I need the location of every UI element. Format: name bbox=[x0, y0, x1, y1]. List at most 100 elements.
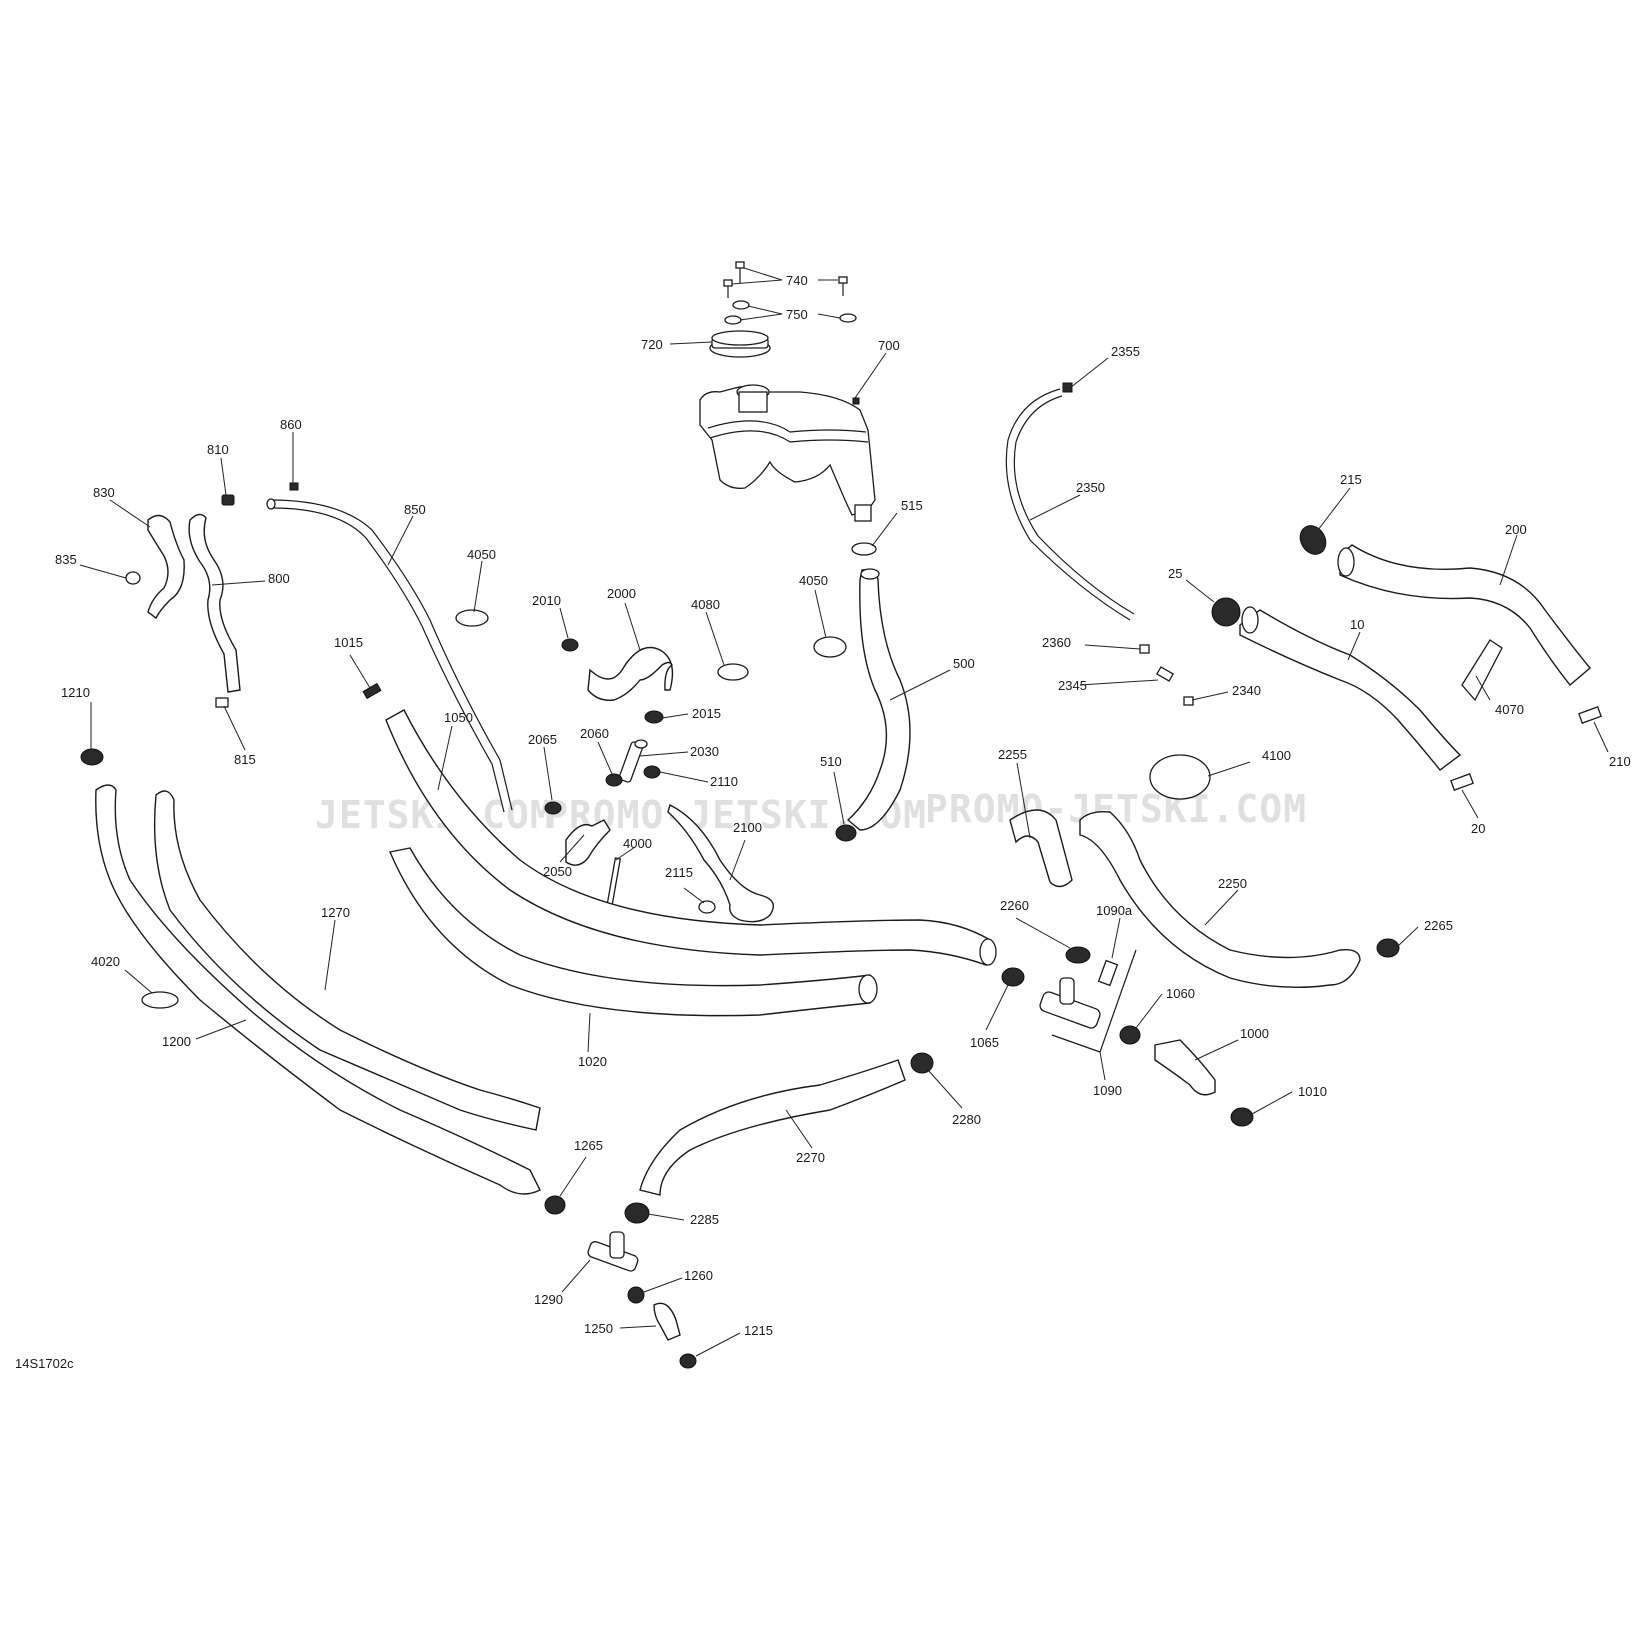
elbow-2255 bbox=[1009, 809, 1073, 888]
screws-740 bbox=[723, 261, 848, 298]
callout-1210: 1210 bbox=[61, 685, 90, 700]
callout-2110: 2110 bbox=[710, 774, 738, 789]
callout-210: 210 bbox=[1609, 754, 1631, 769]
callout-2060: 2060 bbox=[580, 726, 609, 741]
fitting-1015 bbox=[362, 682, 382, 700]
hose-1000 bbox=[1154, 1039, 1216, 1096]
hose-2270 bbox=[639, 1059, 906, 1196]
clamp-2265 bbox=[1376, 938, 1400, 958]
callout-2010: 2010 bbox=[532, 593, 561, 608]
callout-2280: 2280 bbox=[952, 1112, 981, 1127]
fitting-2030 bbox=[618, 739, 648, 783]
callout-850: 850 bbox=[404, 502, 426, 517]
clamp-2280 bbox=[910, 1052, 934, 1074]
callout-2285: 2285 bbox=[690, 1212, 719, 1227]
callout-215: 215 bbox=[1340, 472, 1362, 487]
leader-lines bbox=[79, 267, 1609, 1357]
callout-labels: 740 750 720 700 860 810 830 835 800 815 … bbox=[55, 273, 1631, 1338]
callout-1010: 1010 bbox=[1298, 1084, 1327, 1099]
hose-830 bbox=[147, 514, 185, 620]
callout-2065: 2065 bbox=[528, 732, 557, 747]
callout-1090a: 1090a bbox=[1096, 903, 1133, 918]
callout-510: 510 bbox=[820, 754, 842, 769]
clamp-1010 bbox=[1230, 1107, 1254, 1127]
clamp-4050-right bbox=[813, 636, 847, 658]
callout-2355: 2355 bbox=[1111, 344, 1140, 359]
fitting-2340 bbox=[1183, 696, 1194, 706]
callout-1020: 1020 bbox=[578, 1054, 607, 1069]
callout-1015: 1015 bbox=[334, 635, 363, 650]
callout-200: 200 bbox=[1505, 522, 1527, 537]
callout-1000: 1000 bbox=[1240, 1026, 1269, 1041]
clamp-25 bbox=[1211, 597, 1241, 627]
callout-10: 10 bbox=[1350, 617, 1364, 632]
hose-850 bbox=[266, 498, 513, 813]
hose-1050 bbox=[385, 709, 997, 966]
callout-4050-right: 4050 bbox=[799, 573, 828, 588]
clamp-2110 bbox=[643, 765, 661, 779]
clamp-2065 bbox=[544, 801, 562, 815]
clamp-1260 bbox=[627, 1286, 645, 1304]
clamp-215 bbox=[1299, 525, 1327, 555]
hose-1270 bbox=[153, 790, 541, 1131]
clip-860 bbox=[289, 482, 299, 491]
clamp-4100 bbox=[1149, 754, 1211, 800]
callout-700: 700 bbox=[878, 338, 900, 353]
pressure-cap-720 bbox=[709, 330, 771, 358]
callout-1200: 1200 bbox=[162, 1034, 191, 1049]
clamp-835 bbox=[125, 571, 141, 585]
clamp-4050-left bbox=[455, 609, 489, 627]
callout-2260: 2260 bbox=[1000, 898, 1029, 913]
callout-2100: 2100 bbox=[733, 820, 762, 835]
callout-4050-left: 4050 bbox=[467, 547, 496, 562]
clamp-1065 bbox=[1001, 967, 1025, 987]
callout-4080: 4080 bbox=[691, 597, 720, 612]
hose-800 bbox=[188, 513, 241, 693]
tee-fitting-1290 bbox=[587, 1231, 639, 1272]
callout-2050: 2050 bbox=[543, 864, 572, 879]
hose-2250 bbox=[1079, 810, 1361, 989]
clamp-810 bbox=[221, 494, 235, 506]
clip-815 bbox=[215, 697, 229, 708]
fitting-20 bbox=[1450, 773, 1474, 791]
callout-2030: 2030 bbox=[690, 744, 719, 759]
callout-515: 515 bbox=[901, 498, 923, 513]
callout-2265: 2265 bbox=[1424, 918, 1453, 933]
callout-2350: 2350 bbox=[1076, 480, 1105, 495]
callout-2000: 2000 bbox=[607, 586, 636, 601]
tee-fitting-1090 bbox=[1039, 949, 1137, 1053]
hose-2100 bbox=[667, 803, 774, 923]
callout-4070: 4070 bbox=[1495, 702, 1524, 717]
screw-740-c bbox=[838, 276, 848, 296]
callout-20: 20 bbox=[1471, 821, 1485, 836]
callout-740: 740 bbox=[786, 273, 808, 288]
hose-1020 bbox=[389, 847, 878, 1017]
callout-1290: 1290 bbox=[534, 1292, 563, 1307]
clamp-2010 bbox=[561, 638, 579, 652]
callout-1265: 1265 bbox=[574, 1138, 603, 1153]
hose-500 bbox=[846, 568, 911, 831]
callout-1215: 1215 bbox=[744, 1323, 773, 1338]
reference-code: 14S1702c bbox=[15, 1356, 74, 1371]
fitting-2345 bbox=[1156, 666, 1174, 682]
callout-720: 720 bbox=[641, 337, 663, 352]
callout-1065: 1065 bbox=[970, 1035, 999, 1050]
callout-2340: 2340 bbox=[1232, 683, 1261, 698]
hose-2000 bbox=[587, 646, 674, 701]
fitting-210 bbox=[1578, 706, 1602, 724]
callout-2015: 2015 bbox=[692, 706, 721, 721]
callout-2255: 2255 bbox=[998, 747, 1027, 762]
callout-815: 815 bbox=[234, 752, 256, 767]
callout-2115: 2115 bbox=[665, 865, 693, 880]
callout-2360: 2360 bbox=[1042, 635, 1071, 650]
screw-740-a bbox=[735, 261, 745, 283]
clamp-1215 bbox=[679, 1353, 697, 1369]
callout-810: 810 bbox=[207, 442, 229, 457]
hose-200 bbox=[1337, 544, 1591, 687]
callout-1270: 1270 bbox=[321, 905, 350, 920]
hose-1200 bbox=[95, 784, 541, 1195]
washers-750 bbox=[724, 300, 857, 325]
elbow-1250 bbox=[653, 1302, 681, 1341]
callout-800: 800 bbox=[268, 571, 290, 586]
clamp-2285 bbox=[624, 1202, 650, 1224]
